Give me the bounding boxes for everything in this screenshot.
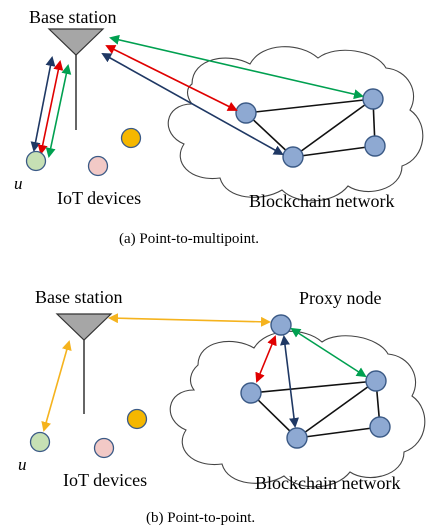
iot-device-user xyxy=(29,431,51,453)
base-station-antenna-a xyxy=(47,28,105,130)
blockchain-node xyxy=(364,135,386,157)
iot-device xyxy=(87,155,109,177)
panel-b: Base station Proxy node u IoT de xyxy=(18,287,426,526)
base-station-label-b: Base station xyxy=(35,287,123,307)
red-proxy-arrow xyxy=(255,335,277,383)
blockchain-node xyxy=(362,88,384,110)
navy-link-arrow xyxy=(101,53,284,155)
blockchain-node xyxy=(282,146,304,168)
base-station-label-a: Base station xyxy=(29,7,117,27)
blockchain-node xyxy=(286,427,308,449)
blockchain-node xyxy=(240,382,262,404)
blockchain-edges-b xyxy=(250,380,381,439)
iot-device xyxy=(93,437,115,459)
blockchain-node xyxy=(365,370,387,392)
base-station-antenna-b xyxy=(55,313,113,414)
red-uplink-arrow xyxy=(37,60,64,155)
caption-a: (a) Point-to-multipoint. xyxy=(119,231,259,247)
green-uplink-arrow xyxy=(45,64,72,158)
iot-device xyxy=(126,408,148,430)
yellow-proxy-link-arrow xyxy=(108,313,271,327)
user-label-b: u xyxy=(18,455,27,474)
proxy-node-label: Proxy node xyxy=(299,288,382,308)
navy-proxy-arrow xyxy=(280,335,299,428)
blockchain-network-label-a: Blockchain network xyxy=(249,191,394,211)
navy-uplink-arrow xyxy=(30,56,56,152)
panel-a: Base station u IoT devices xyxy=(14,7,424,247)
iot-devices-label-a: IoT devices xyxy=(57,188,141,208)
blockchain-cloud-a xyxy=(167,46,424,202)
blockchain-node xyxy=(369,416,391,438)
proxy-node xyxy=(270,314,292,336)
blockchain-cloud-b xyxy=(169,330,426,488)
iot-devices-label-b: IoT devices xyxy=(63,470,147,490)
yellow-uplink-arrow xyxy=(41,340,72,432)
user-label-a: u xyxy=(14,174,23,193)
iot-device xyxy=(120,127,142,149)
iot-device-user xyxy=(25,150,47,172)
blockchain-node xyxy=(235,102,257,124)
green-proxy-arrow xyxy=(290,327,367,378)
blockchain-network-label-b: Blockchain network xyxy=(255,473,400,493)
caption-b: (b) Point-to-point. xyxy=(146,510,255,526)
